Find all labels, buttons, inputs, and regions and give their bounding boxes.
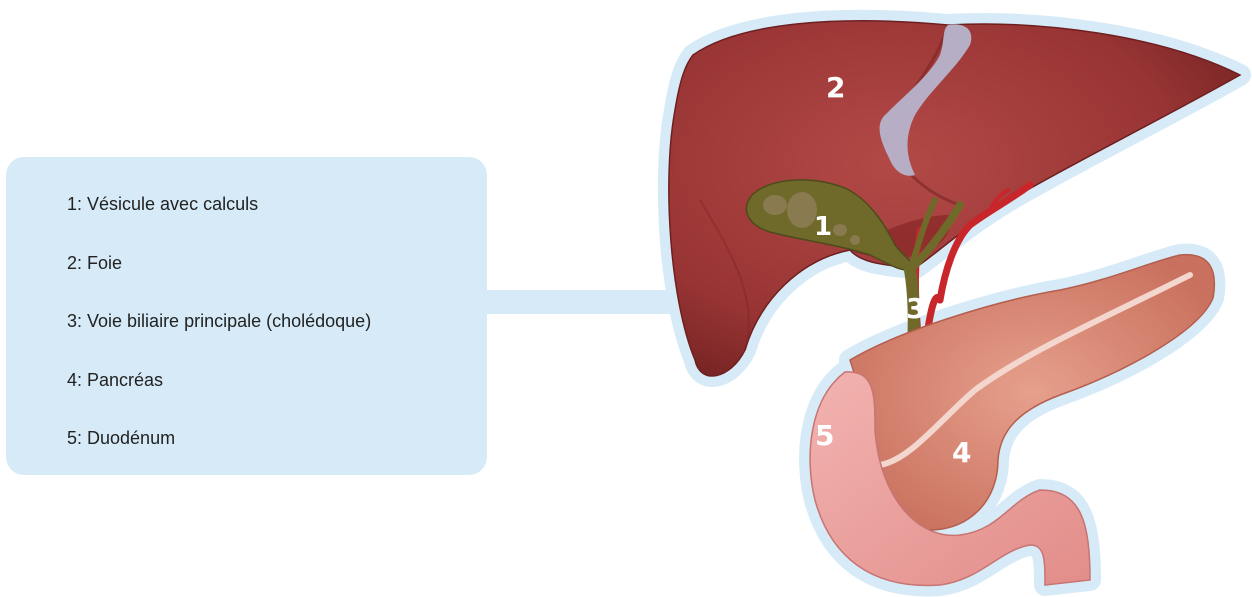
label-bile-duct: 3 — [906, 292, 925, 325]
label-duodenum: 5 — [815, 419, 834, 452]
label-liver: 2 — [826, 71, 845, 104]
label-pancreas: 4 — [952, 436, 971, 469]
label-gallbladder: 1 — [814, 212, 832, 242]
